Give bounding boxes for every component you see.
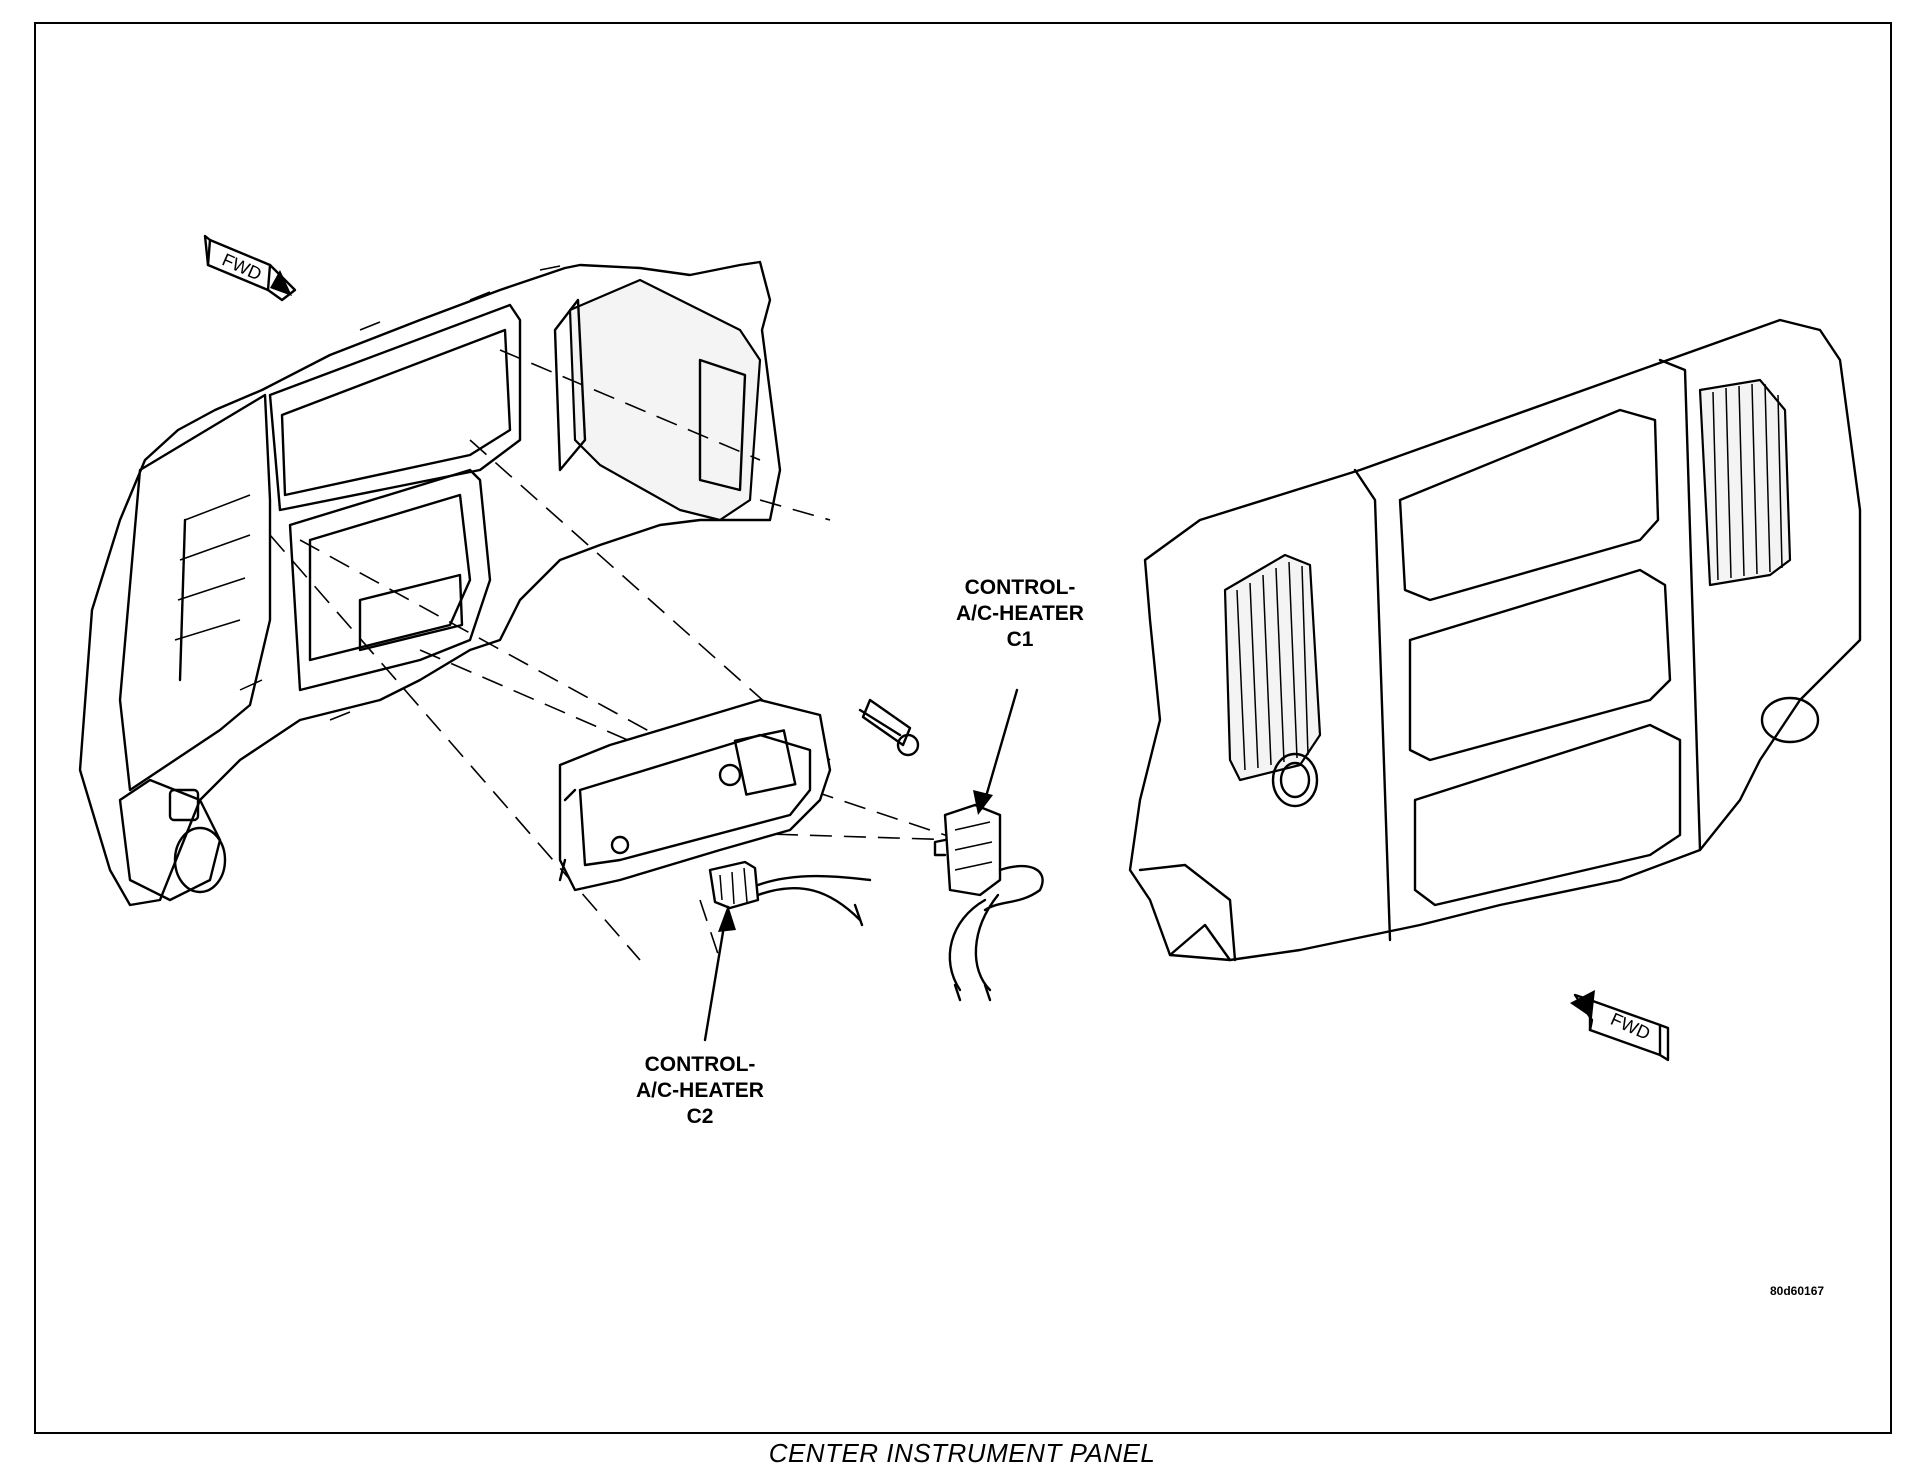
fwd-marker-right: FWD	[1570, 990, 1670, 1062]
instrument-panel-base	[78, 260, 782, 907]
connector-c1	[933, 803, 1044, 1002]
fwd-marker-left: FWD	[203, 234, 297, 302]
arrow-c1-icon	[973, 790, 993, 815]
fwd-left-arrowhead-icon	[270, 270, 292, 296]
callout-control-ac-heater-c1: CONTROL- A/C-HEATER C1	[956, 576, 1084, 651]
callout-leader-arrows	[703, 688, 1019, 1042]
mounting-screw-icon	[858, 698, 920, 757]
callout-control-ac-heater-c2: CONTROL- A/C-HEATER C2	[636, 1053, 764, 1128]
figure-id: 80d60167	[1770, 1284, 1825, 1298]
diagram-caption: CENTER INSTRUMENT PANEL	[768, 1438, 1156, 1468]
arrow-c2-icon	[718, 905, 736, 932]
center-instrument-panel-bezel	[1128, 318, 1862, 962]
fwd-right-arrowhead-icon	[1570, 990, 1595, 1018]
connector-c2	[708, 860, 872, 927]
ac-heater-control-module	[558, 698, 832, 892]
diagram-frame	[34, 22, 1892, 1434]
